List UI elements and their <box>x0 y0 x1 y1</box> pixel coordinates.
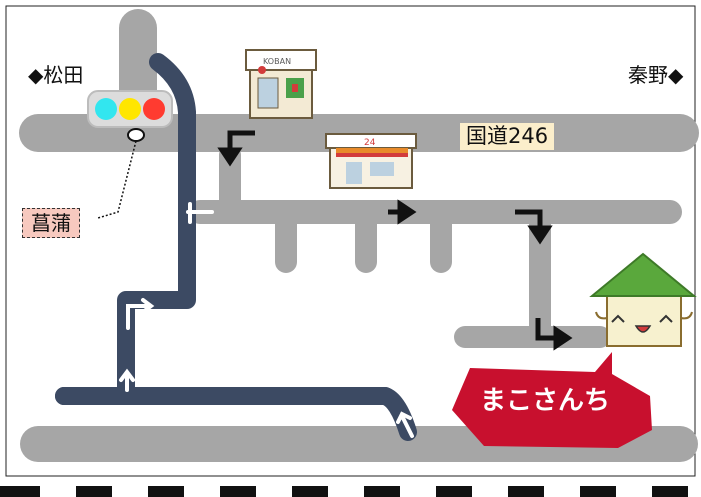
diagonal-arrow-icon <box>401 416 414 438</box>
station-marker-icon <box>127 128 145 142</box>
track-tie <box>400 486 436 497</box>
down-arrow-icon <box>515 209 543 230</box>
right-turn-arrow-icon <box>535 318 558 341</box>
turn-down-arrow-icon <box>227 130 255 152</box>
down-arrow-head-icon <box>527 225 553 245</box>
track-tie <box>616 486 652 497</box>
destination-callout <box>452 352 652 448</box>
destination-label: まこさんち <box>480 386 611 416</box>
track-tie <box>256 486 292 497</box>
track-tie <box>328 486 364 497</box>
track-tie <box>472 486 508 497</box>
track-tie <box>544 486 580 497</box>
direction-left-label: ◆松田 <box>28 63 84 87</box>
direction-right-label: 秦野◆ <box>628 63 684 87</box>
police-box-icon: KOBAN <box>245 49 317 119</box>
up-arrow-head-icon <box>119 368 135 382</box>
turn-arrows <box>217 130 573 351</box>
koban-sign: KOBAN <box>263 57 291 66</box>
diagonal-arrow-head-icon <box>396 411 412 424</box>
east-arrow-head-icon <box>397 199 417 225</box>
railway-track <box>0 486 701 497</box>
convenience-store-icon: 24 <box>325 133 417 189</box>
house-icon <box>589 252 697 347</box>
right-turn-arrow-head-icon <box>553 325 573 351</box>
station-label: 菖蒲 <box>22 208 80 238</box>
track-tie <box>112 486 148 497</box>
navy-route-road <box>55 53 417 441</box>
turn-right-arrow-head-icon <box>141 298 155 314</box>
station-leader-line <box>97 140 137 219</box>
route-246-label: 国道246 <box>460 123 555 150</box>
store-sign: 24 <box>364 138 376 148</box>
turn-right-arrow-icon <box>126 304 150 330</box>
track-tie <box>184 486 220 497</box>
traffic-light-icon <box>87 90 173 128</box>
turn-down-arrow-head-icon <box>217 147 243 167</box>
track-tie <box>688 486 701 497</box>
track-tie <box>40 486 76 497</box>
route-arrows <box>119 202 414 438</box>
